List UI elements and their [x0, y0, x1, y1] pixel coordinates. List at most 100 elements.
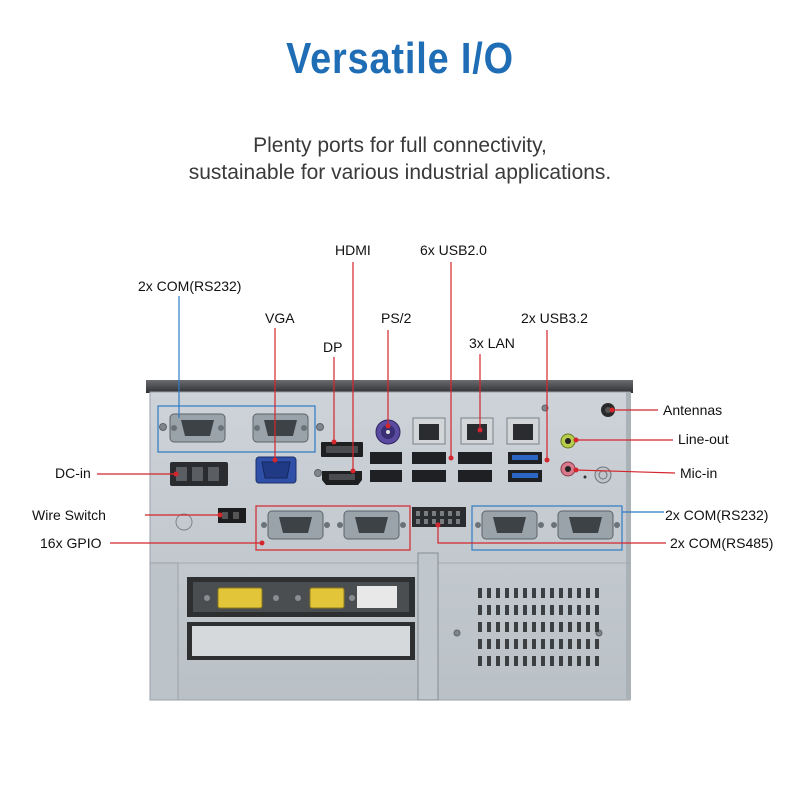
vent-slot [532, 588, 536, 598]
vent-slot [568, 605, 572, 615]
wire-switch-terminal [218, 508, 246, 523]
vent-slot [496, 639, 500, 649]
antenna-port [601, 403, 615, 417]
expansion-bracket [417, 552, 439, 701]
label-hdmi: HDMI [335, 242, 371, 258]
label-com232-right: 2x COM(RS232) [665, 507, 768, 523]
expansion-slot-1 [187, 577, 415, 617]
com-rs232-port-1 [169, 413, 226, 443]
vent-slot [505, 605, 509, 615]
com-middle-port-1 [261, 510, 330, 540]
dc-in-connector [170, 462, 228, 486]
vent-slot [595, 622, 599, 632]
vent-slot [523, 639, 527, 649]
usb3-ports [508, 452, 542, 482]
label-com485: 2x COM(RS485) [670, 535, 773, 551]
subtitle-line-2: sustainable for various industrial appli… [188, 161, 612, 184]
label-dp: DP [323, 339, 342, 355]
vent-slot [568, 622, 572, 632]
gpio-group-box [255, 505, 411, 551]
vent-slot [559, 656, 563, 666]
vent-slot [586, 622, 590, 632]
vent-slot [541, 605, 545, 615]
vent-slot [514, 605, 518, 615]
vent-slot [496, 605, 500, 615]
vent-slot [577, 588, 581, 598]
vent-slot [523, 656, 527, 666]
vent-slot [577, 605, 581, 615]
mic-in-jack [560, 461, 576, 477]
vent-slot [496, 622, 500, 632]
vent-slot [595, 588, 599, 598]
vent-slot [496, 656, 500, 666]
vent-slot [541, 622, 545, 632]
vent-slot [541, 656, 545, 666]
vent-slot [487, 605, 491, 615]
chassis-right-shadow [626, 392, 631, 700]
vent-slot [550, 656, 554, 666]
vent-slot [577, 639, 581, 649]
vent-slot [559, 639, 563, 649]
label-usb32: 2x USB3.2 [521, 310, 588, 326]
com-right-group-box [471, 505, 623, 551]
vent-slot [568, 588, 572, 598]
vent-slot [496, 588, 500, 598]
vent-slot [559, 605, 563, 615]
vent-slot [487, 639, 491, 649]
gpio-terminal-block [412, 507, 466, 527]
com-right-port-2 [551, 510, 620, 540]
lan-ports [412, 417, 540, 445]
chassis-top-edge [146, 380, 633, 393]
label-antennas: Antennas [663, 402, 722, 418]
vent-slot [532, 656, 536, 666]
vent-slot [505, 588, 509, 598]
ps2-port [375, 419, 401, 445]
expansion-slot-2 [187, 622, 415, 660]
vent-slot [487, 622, 491, 632]
vent-slot [550, 588, 554, 598]
line-out-jack [560, 433, 576, 449]
vent-slot [568, 639, 572, 649]
label-mic-in: Mic-in [680, 465, 717, 481]
vent-slot [514, 639, 518, 649]
label-lan: 3x LAN [469, 335, 515, 351]
label-usb20: 6x USB2.0 [420, 242, 487, 258]
vent-slot [505, 656, 509, 666]
vent-slot [532, 605, 536, 615]
vent-slot [559, 622, 563, 632]
vga-port [255, 456, 297, 484]
power-button [594, 466, 612, 484]
vent-slot [514, 656, 518, 666]
vent-slot [478, 605, 482, 615]
vent-slot [577, 656, 581, 666]
com-middle-port-2 [337, 510, 406, 540]
vent-slot [487, 588, 491, 598]
hdmi-port [322, 471, 362, 485]
usb2-ports [370, 452, 492, 482]
vent-slot [577, 622, 581, 632]
vent-slot [514, 588, 518, 598]
knockout-hole [175, 513, 193, 531]
vent-slot [595, 639, 599, 649]
label-vga: VGA [265, 310, 295, 326]
dp-port [321, 442, 363, 457]
label-com232-top: 2x COM(RS232) [138, 278, 241, 294]
vent-slot [595, 656, 599, 666]
vent-grille [478, 588, 599, 666]
leader-lines [97, 262, 676, 544]
vent-slot [559, 588, 563, 598]
vent-slot [478, 639, 482, 649]
vent-slot [532, 639, 536, 649]
vent-slot [478, 588, 482, 598]
vent-slot [568, 656, 572, 666]
vent-slot [550, 605, 554, 615]
page-title: Versatile I/O [286, 34, 514, 83]
vent-slot [478, 656, 482, 666]
label-dc-in: DC-in [55, 465, 91, 481]
label-ps2: PS/2 [381, 310, 412, 326]
vent-slot [505, 639, 509, 649]
com-right-port-1 [475, 510, 544, 540]
vent-slot [541, 639, 545, 649]
vent-slot [487, 656, 491, 666]
